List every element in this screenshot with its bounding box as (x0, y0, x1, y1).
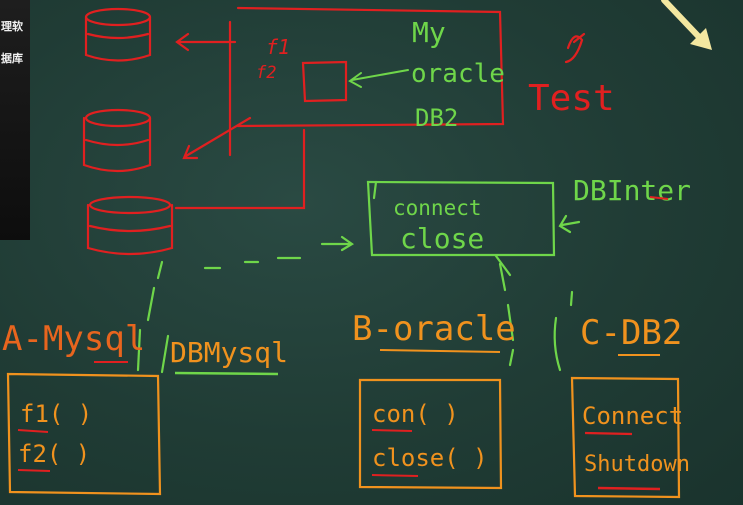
class-c-box (570, 376, 681, 499)
class-c-method-1: Connect (582, 402, 683, 430)
interface-connect: connect (393, 196, 482, 220)
class-a-method-1: f1( ) (20, 400, 92, 428)
side-panel: 理软 据库 (0, 0, 30, 240)
label-f1: f1 (266, 35, 290, 59)
class-c-method-1-underline (584, 431, 633, 436)
arrow-to-inner-box (348, 69, 409, 88)
interface-title: DBInter (573, 174, 691, 207)
class-a-method-2: f2( ) (18, 440, 90, 468)
class-b-name: B-oracle (352, 309, 516, 349)
arrow-to-db1 (175, 32, 237, 52)
arrow-to-db2 (182, 116, 252, 160)
class-b-method-1-underline (371, 429, 413, 432)
test-icon (564, 32, 586, 64)
interface-box (366, 180, 581, 277)
class-b-method-2: close( ) (372, 444, 488, 472)
db-mysql-label: DBMysql (170, 336, 288, 369)
database-cylinder-1 (84, 7, 152, 62)
inner-box (301, 60, 348, 103)
side-panel-text-2: 据库 (1, 52, 23, 65)
label-oracle: oracle (411, 59, 505, 89)
db-mysql-underline (174, 371, 279, 376)
interface-title-underline (649, 196, 669, 200)
interface-close: close (400, 222, 484, 255)
class-c-name: C-DB2 (580, 313, 682, 353)
class-c-method-2: Shutdown (584, 452, 690, 477)
class-boxes (6, 372, 681, 499)
class-a-method-1-underline (17, 429, 49, 433)
label-db2: DB2 (415, 104, 458, 132)
label-test: Test (528, 78, 615, 119)
class-b-method-2-underline (371, 474, 419, 477)
pointer-arrow-icon (661, 0, 712, 50)
class-b-underline (379, 349, 501, 353)
database-cylinder-2 (82, 108, 152, 173)
label-my: My (412, 16, 446, 49)
label-f2: f2 (256, 63, 276, 83)
class-b-method-1: con( ) (372, 400, 459, 428)
class-a-box (6, 372, 162, 496)
class-a-method-2-underline (17, 469, 51, 472)
side-panel-text-1: 理软 (1, 20, 23, 33)
class-c-method-2-underline (597, 486, 661, 491)
implementation-lines (136, 235, 574, 374)
line-to-db3 (174, 128, 306, 210)
red-connections (174, 6, 586, 210)
database-cylinder-3 (86, 195, 174, 256)
class-a-name: A-Mysql (2, 319, 145, 359)
app-box-outline (236, 6, 505, 128)
database-cylinders (82, 7, 174, 256)
class-b-box (358, 378, 503, 490)
